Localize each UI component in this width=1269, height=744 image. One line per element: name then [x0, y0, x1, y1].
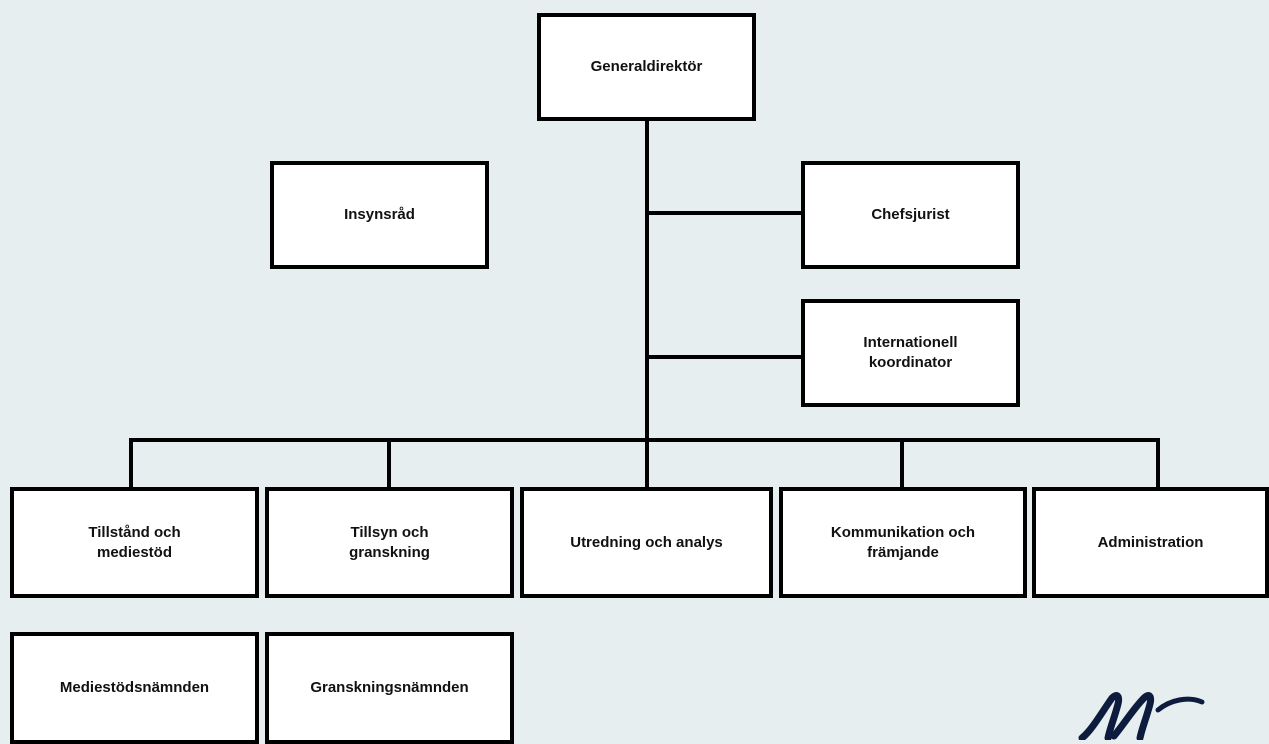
connector-main-vertical — [645, 118, 649, 442]
box-tillsyn-och-granskning: Tillsyn och granskning — [265, 487, 514, 598]
box-administration: Administration — [1032, 487, 1269, 598]
connector-koordinator — [645, 355, 805, 359]
box-mediestodsnamnden: Mediestödsnämnden — [10, 632, 259, 744]
box-chefsjurist: Chefsjurist — [801, 161, 1020, 269]
box-generaldirektor: Generaldirektör — [537, 13, 756, 121]
connector-departments-horizontal — [129, 438, 1160, 442]
box-granskningsnamnden: Granskningsnämnden — [265, 632, 514, 744]
box-kommunikation-och-framjande: Kommunikation och främjande — [779, 487, 1027, 598]
connector-dept-5 — [1156, 438, 1160, 490]
connector-dept-3 — [645, 438, 649, 490]
connector-chefsjurist — [645, 211, 805, 215]
box-tillstand-och-mediestod: Tillstånd och mediestöd — [10, 487, 259, 598]
connector-dept-2 — [387, 438, 391, 490]
connector-dept-4 — [900, 438, 904, 490]
box-internationell-koordinator: Internationell koordinator — [801, 299, 1020, 407]
box-insynsrad: Insynsråd — [270, 161, 489, 269]
connector-dept-1 — [129, 438, 133, 490]
box-utredning-och-analys: Utredning och analys — [520, 487, 773, 598]
logo-mark-icon — [1078, 692, 1205, 740]
